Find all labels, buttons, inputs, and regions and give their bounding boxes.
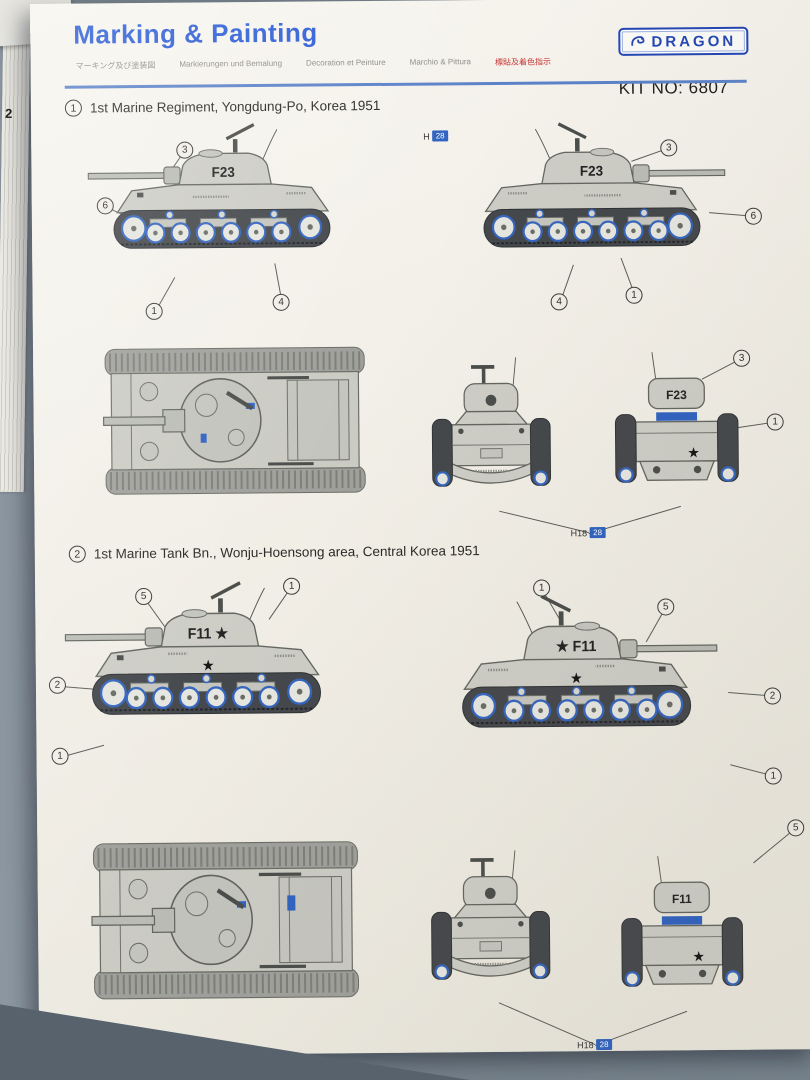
hull-star: ★	[202, 657, 215, 675]
callout-marker: 1	[145, 302, 163, 321]
paint-chip: H18 28	[498, 505, 681, 539]
subtitle-italian: Marchio & Pittura	[409, 57, 472, 67]
dragon-logo: DRAGON	[618, 26, 749, 56]
instruction-sheet: Marking & Painting マーキング及び塗装図 Markierung…	[30, 0, 810, 1056]
section-number: 1	[64, 99, 82, 117]
callout-marker: 3	[176, 141, 194, 159]
callout-marker: 5	[657, 598, 675, 616]
turret-marking: ★ F11	[556, 639, 597, 656]
tank-side-view: ★ F11 ★	[462, 594, 718, 728]
tank-rear-view: F23 ★	[614, 352, 739, 483]
callout-marker: 1	[51, 747, 69, 765]
callout-marker: 2	[763, 687, 782, 705]
paint-chip: H18 28	[498, 1001, 687, 1051]
callout-marker: 6	[96, 197, 114, 215]
paint-chip: H 28	[423, 130, 449, 142]
tank-side-view: F23	[87, 123, 331, 249]
chip-leader-line	[498, 1001, 596, 1045]
subtitle-french: Decoration et Peinture	[305, 57, 386, 68]
rear-hull-star: ★	[687, 445, 700, 461]
turret-marking: F23	[580, 162, 604, 179]
callout-marker: 1	[766, 413, 784, 431]
tank-side-view: F11 ★ ★	[64, 581, 321, 715]
subtitle-japanese: マーキング及び塗装図	[75, 60, 156, 71]
subtitle-chinese: 標貼及着色指示	[494, 57, 552, 67]
brand-word: DRAGON	[651, 32, 737, 51]
chip-label: H	[423, 131, 430, 142]
tank-drawing	[462, 594, 718, 728]
section-title: 1st Marine Regiment, Yongdung-Po, Korea …	[89, 97, 381, 116]
chip-label: H18	[570, 527, 588, 538]
chip-swatch: 28	[595, 1038, 613, 1051]
dragon-icon	[631, 36, 645, 46]
tank-top-view	[102, 346, 366, 495]
section-number: 2	[68, 545, 86, 563]
tank-front-view	[431, 357, 552, 487]
tank-drawing	[64, 581, 321, 715]
chip-label: H18	[577, 1039, 594, 1050]
rear-marking: F23	[666, 388, 687, 402]
tank-front-view	[431, 850, 551, 980]
tank-side-view: F23	[483, 122, 726, 248]
tank-top-view	[91, 841, 360, 1000]
callout-marker: 1	[283, 577, 301, 595]
section-1-heading: 1 1st Marine Regiment, Yongdung-Po, Kore…	[64, 97, 381, 117]
callout-marker: 4	[272, 293, 290, 311]
callout-marker: 1	[533, 579, 551, 597]
callout-marker: 5	[135, 587, 153, 606]
callout-marker: 1	[764, 767, 782, 785]
rear-hull-star: ★	[693, 949, 705, 965]
section-2-heading: 2 1st Marine Tank Bn., Wonju-Hoensong ar…	[68, 542, 480, 563]
turret-marking: F11 ★	[188, 626, 229, 643]
hull-star: ★	[570, 670, 583, 688]
tank-drawing	[87, 123, 331, 249]
subtitle-german: Markierungen und Bemalung	[179, 58, 283, 69]
stack-page-number: 2	[4, 105, 13, 121]
callout-marker: 1	[625, 286, 643, 304]
section-title: 1st Marine Tank Bn., Wonju-Hoensong area…	[93, 543, 480, 562]
callout-marker: 5	[787, 819, 805, 837]
callout-marker: 3	[733, 349, 751, 367]
page-title: Marking & Painting	[73, 17, 318, 50]
callout-marker: 2	[48, 676, 67, 694]
callout-marker: 6	[744, 207, 762, 225]
tank-drawing	[483, 122, 726, 248]
chip-swatch: 28	[431, 130, 449, 142]
rear-marking: F11	[672, 892, 692, 906]
callout-marker: 4	[550, 293, 568, 311]
tank-rear-view: F11 ★	[621, 856, 744, 987]
turret-marking: F23	[212, 164, 236, 181]
chip-swatch: 28	[589, 526, 607, 539]
callout-marker: 3	[660, 139, 678, 157]
subtitle-row: マーキング及び塗装図 Markierungen und Bemalung Dec…	[75, 56, 552, 71]
